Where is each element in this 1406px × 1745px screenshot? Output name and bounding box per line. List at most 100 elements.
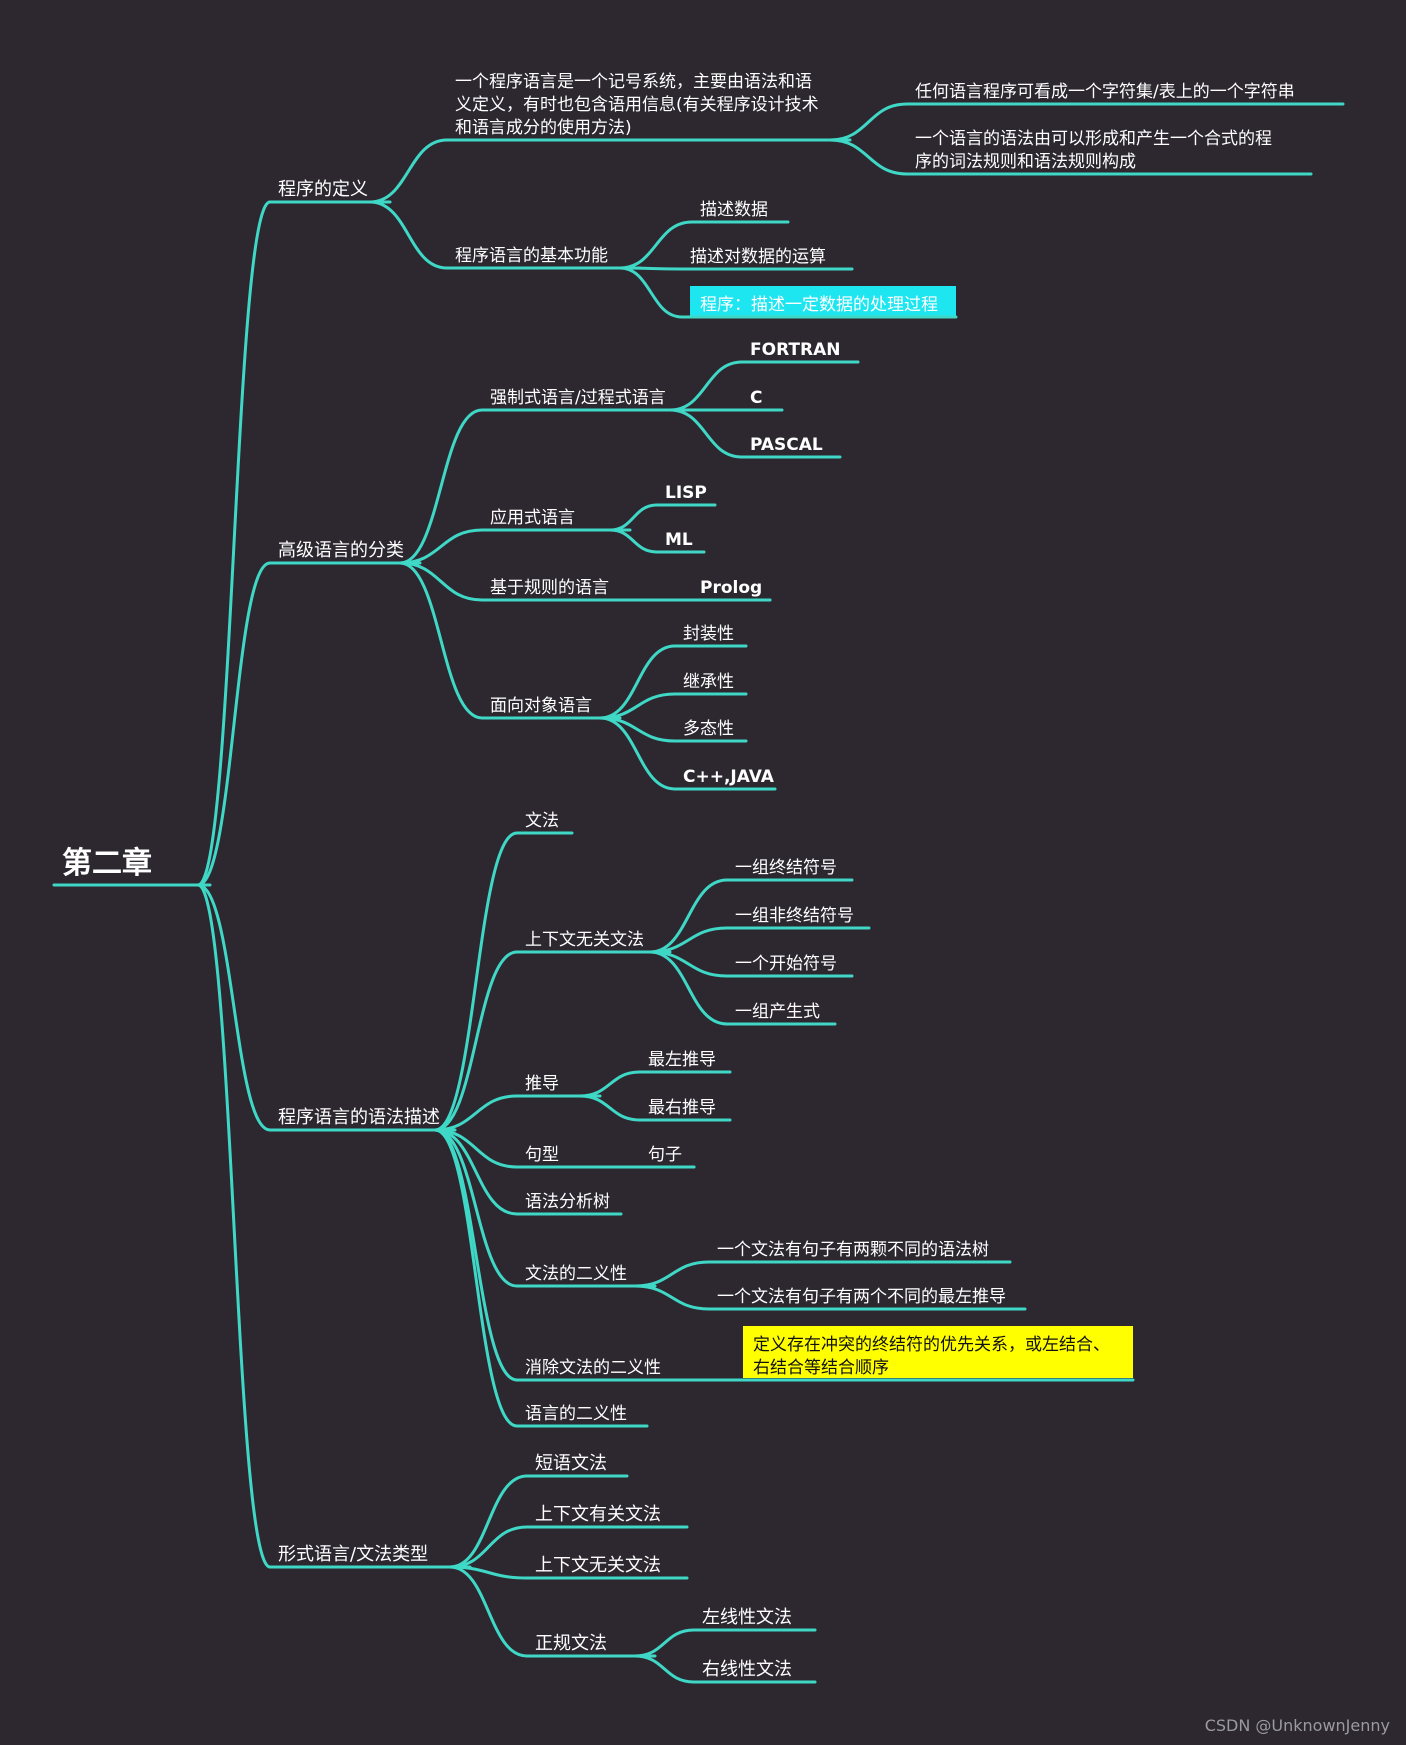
branch-1-2-3-label: 程序：描述一定数据的处理过程 (700, 295, 938, 315)
branch-2-1-1-label: FORTRAN (750, 340, 840, 360)
branch-3-3-2-edge (578, 1094, 642, 1122)
branch-3-6-2-edge (633, 1284, 711, 1311)
branch-3-7-1-highlight (743, 1326, 1133, 1378)
branch-3-3-1[interactable]: 最左推导 (638, 1050, 732, 1074)
branch-3-7-1[interactable]: 定义存在冲突的终结符的优先关系，或左结合、右结合等结合顺序 (733, 1326, 1135, 1382)
branch-4-4-edge (448, 1565, 529, 1658)
branch-2-4-3-label: 多态性 (683, 719, 734, 739)
branch-3[interactable]: 程序语言的语法描述 (268, 1107, 457, 1132)
branch-2-4-4-label: C++,JAVA (683, 767, 775, 787)
branch-2-2[interactable]: 应用式语言 (480, 508, 632, 532)
branch-3-5[interactable]: 语法分析树 (515, 1192, 623, 1216)
root-node-label: 第二章 (62, 846, 152, 881)
branch-1-1-2-edge (828, 138, 909, 176)
branch-3-7[interactable]: 消除文法的二义性 (515, 1358, 745, 1382)
branch-3-1[interactable]: 文法 (515, 811, 574, 835)
branch-4-4-2[interactable]: 右线性文法 (692, 1659, 817, 1684)
branch-1-2-2[interactable]: 描述对数据的运算 (680, 247, 854, 271)
branch-4-4[interactable]: 正规文法 (525, 1633, 657, 1658)
branch-3-2-2[interactable]: 一组非终结符号 (725, 906, 871, 930)
branch-1-1-2-label-line-1: 一个语言的语法由可以形成和产生一个合式的程 (915, 129, 1272, 149)
branch-2-4-1-label: 封装性 (683, 624, 734, 644)
branch-3-6-1[interactable]: 一个文法有句子有两颗不同的语法树 (707, 1240, 1012, 1264)
branch-1-1-edge (368, 138, 449, 204)
branch-2-label: 高级语言的分类 (278, 540, 404, 561)
branch-4-1-label: 短语文法 (535, 1453, 607, 1474)
branch-1-1-label-line-2: 义定义，有时也包含语用信息(有关程序设计技术 (455, 95, 819, 115)
branch-2-4-4[interactable]: C++,JAVA (673, 767, 777, 791)
branch-3-7-label: 消除文法的二义性 (525, 1358, 661, 1378)
branch-3-2-3[interactable]: 一个开始符号 (725, 954, 854, 978)
branch-4[interactable]: 形式语言/文法类型 (268, 1544, 472, 1569)
branch-1-2-label: 程序语言的基本功能 (455, 246, 608, 266)
branch-3-label: 程序语言的语法描述 (278, 1107, 440, 1128)
branch-4-3[interactable]: 上下文无关文法 (525, 1555, 689, 1580)
branch-3-3-1-label: 最左推导 (648, 1050, 716, 1070)
branch-4-4-1-edge (633, 1628, 696, 1658)
branch-4-2-edge (448, 1525, 529, 1569)
branch-1[interactable]: 程序的定义 (268, 179, 392, 204)
branch-3-6[interactable]: 文法的二义性 (515, 1264, 657, 1288)
branch-2-2-label: 应用式语言 (490, 508, 575, 528)
watermark-credit: CSDN @UnknownJenny (1205, 1716, 1390, 1735)
branch-1-2-3-highlight (690, 286, 956, 317)
branch-3-3-2[interactable]: 最右推导 (638, 1098, 732, 1122)
branch-3-4-1[interactable]: 句子 (638, 1145, 696, 1169)
branch-3-8[interactable]: 语言的二义性 (515, 1404, 649, 1428)
branch-2-1-1-edge (668, 360, 744, 412)
branch-2-4-1-edge (598, 644, 677, 720)
branch-2-2-1-label: LISP (665, 483, 707, 503)
branch-2-2-1[interactable]: LISP (655, 483, 717, 507)
branch-2-4-4-edge (598, 716, 677, 791)
branch-4-1[interactable]: 短语文法 (525, 1453, 629, 1478)
branch-4-4-1[interactable]: 左线性文法 (692, 1607, 817, 1632)
branch-2-1[interactable]: 强制式语言/过程式语言 (480, 388, 692, 412)
branch-3-6-2[interactable]: 一个文法有句子有两个不同的最左推导 (707, 1287, 1027, 1311)
branch-1-2-1[interactable]: 描述数据 (690, 200, 790, 224)
branch-3-7-1-label-line-1: 定义存在冲突的终结符的优先关系，或左结合、 (753, 1335, 1110, 1355)
branch-3-6-1-label: 一个文法有句子有两颗不同的语法树 (717, 1240, 989, 1260)
branch-1-2[interactable]: 程序语言的基本功能 (445, 246, 642, 270)
branch-3-2-4[interactable]: 一组产生式 (725, 1002, 837, 1026)
branch-3-edge (196, 883, 272, 1132)
branch-2[interactable]: 高级语言的分类 (268, 540, 422, 565)
branch-2-4-2[interactable]: 继承性 (673, 672, 748, 696)
branch-2-1-2-label: C (750, 388, 762, 408)
branch-2-2-2[interactable]: ML (655, 530, 706, 554)
branch-2-4-2-label: 继承性 (683, 672, 734, 692)
branch-2-3-1-label: Prolog (700, 578, 762, 598)
branch-4-edge (196, 883, 272, 1569)
branch-1-1[interactable]: 一个程序语言是一个记号系统，主要由语法和语义定义，有时也包含语用信息(有关程序设… (445, 72, 852, 142)
branch-2-2-2-edge (608, 528, 659, 554)
branch-4-4-2-label: 右线性文法 (702, 1659, 792, 1680)
branch-2-3-1[interactable]: Prolog (690, 578, 772, 602)
branch-3-2-1-edge (648, 878, 729, 954)
branch-3-2[interactable]: 上下文无关文法 (515, 930, 672, 954)
branch-1-1-2-label-line-2: 序的词法规则和语法规则构成 (915, 152, 1136, 172)
branch-2-1-1[interactable]: FORTRAN (740, 340, 860, 364)
branch-3-3[interactable]: 推导 (515, 1074, 602, 1098)
branch-2-4-edge (398, 561, 484, 720)
branch-2-4-label: 面向对象语言 (490, 696, 592, 716)
branch-2-2-1-edge (608, 503, 659, 532)
branch-3-1-label: 文法 (525, 811, 559, 831)
root-node[interactable]: 第二章 (52, 846, 212, 887)
branch-1-label: 程序的定义 (278, 179, 368, 200)
branch-1-2-1-label: 描述数据 (700, 200, 768, 220)
branch-2-4-3[interactable]: 多态性 (673, 719, 748, 743)
branch-1-2-3[interactable]: 程序：描述一定数据的处理过程 (680, 286, 958, 319)
branch-2-1-3-edge (668, 408, 744, 459)
branch-4-4-1-label: 左线性文法 (702, 1607, 792, 1628)
branch-3-2-1-label: 一组终结符号 (735, 858, 837, 878)
branch-2-4-1[interactable]: 封装性 (673, 624, 748, 648)
branch-2-1-2[interactable]: C (740, 388, 784, 412)
branch-2-1-3[interactable]: PASCAL (740, 435, 842, 459)
branch-1-1-1[interactable]: 任何语言程序可看成一个字符集/表上的一个字符串 (905, 82, 1345, 106)
branch-1-1-label-line-3: 和语言成分的使用方法) (455, 117, 632, 138)
branch-4-2[interactable]: 上下文有关文法 (525, 1504, 689, 1529)
branch-2-4[interactable]: 面向对象语言 (480, 696, 622, 720)
branch-3-2-edge (433, 950, 519, 1132)
branch-3-2-1[interactable]: 一组终结符号 (725, 858, 854, 882)
branch-3-2-2-label: 一组非终结符号 (735, 906, 854, 926)
